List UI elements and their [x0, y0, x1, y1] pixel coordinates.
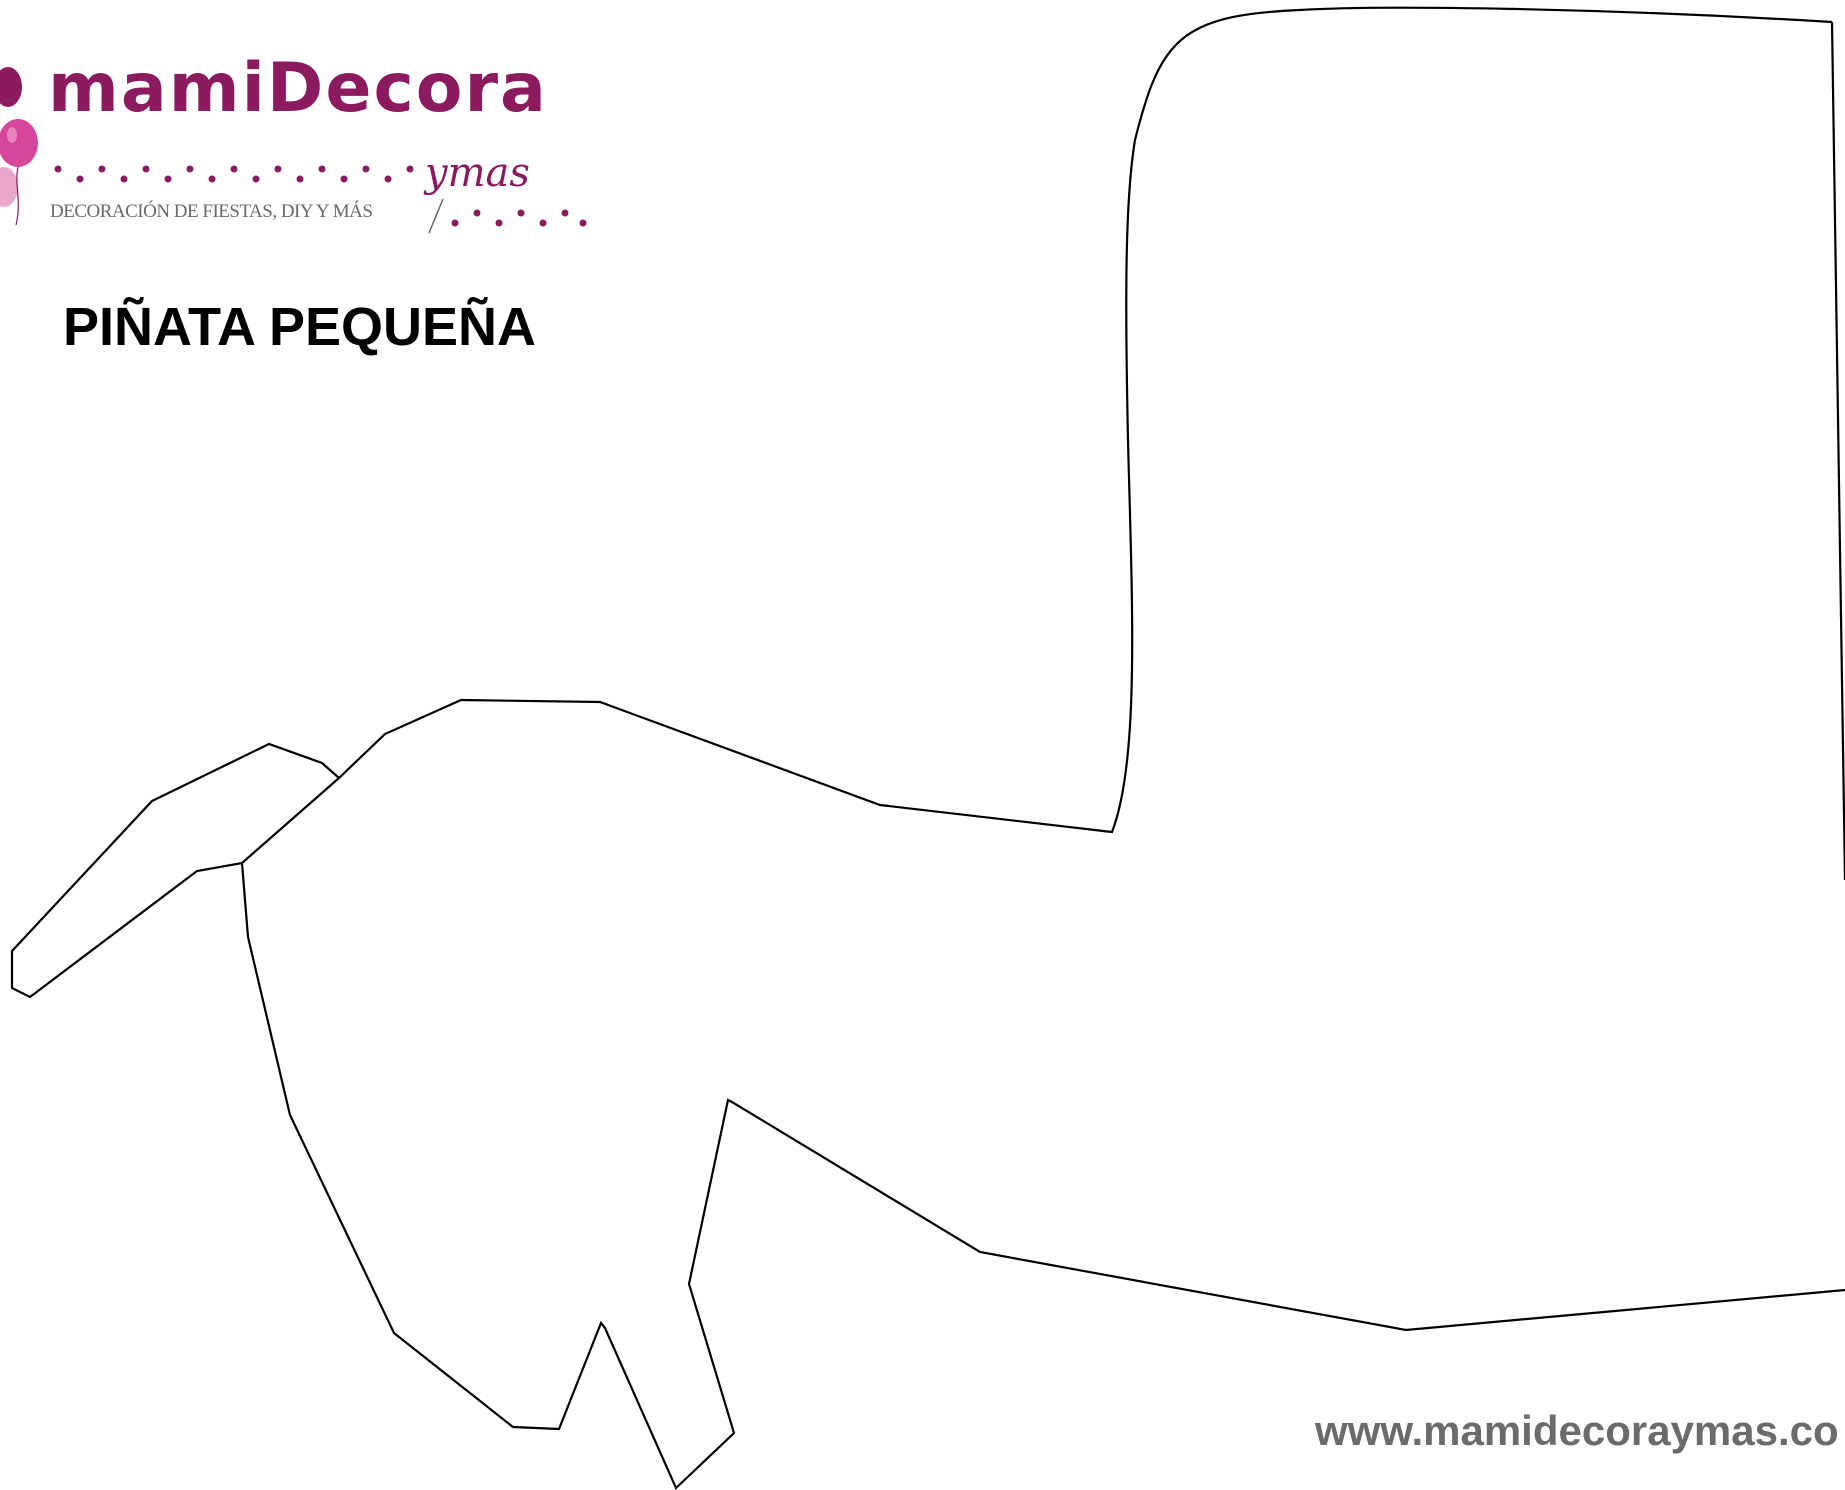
page-title: PIÑATA PEQUEÑA — [63, 297, 537, 357]
template-body-outline — [10, 6, 1845, 1490]
brand-logo: mamiDecora ymas DECORACIÓN DE FIESTAS, D… — [0, 55, 590, 235]
brand-name: mamiDecora — [48, 49, 548, 128]
website-url: www.mamidecoraymas.co — [1315, 1407, 1839, 1454]
template-right-edge — [1830, 21, 1845, 881]
balloons-icon — [0, 67, 38, 226]
brand-suffix: ymas — [425, 150, 530, 196]
template-neck-joint — [241, 777, 340, 864]
dots-decoration — [54, 165, 414, 183]
dots-tail-decoration — [428, 198, 587, 234]
brand-tagline: DECORACIÓN DE FIESTAS, DIY Y MÁS — [50, 201, 373, 222]
